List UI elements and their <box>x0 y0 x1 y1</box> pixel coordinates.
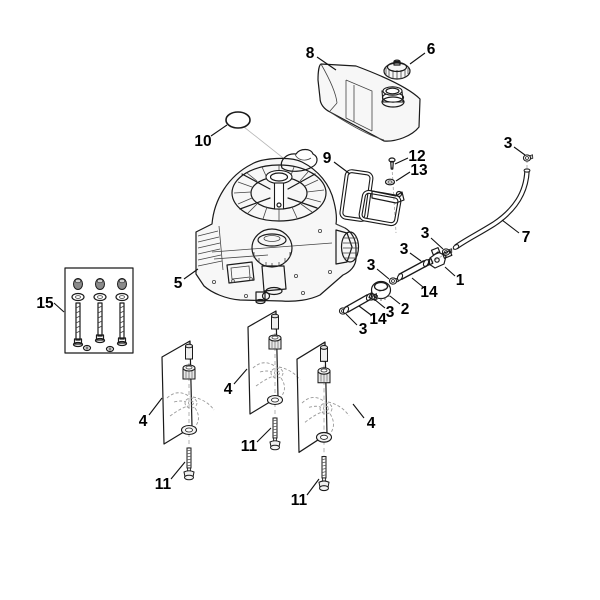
part-label-3: 3 <box>359 321 368 338</box>
small-washer <box>384 178 396 186</box>
primer-valve <box>368 280 392 302</box>
part-label-6: 6 <box>427 41 436 58</box>
part-label-3: 3 <box>367 257 376 274</box>
leader-lines <box>53 52 526 496</box>
part-label-12: 12 <box>408 148 425 165</box>
muffler-cylinder <box>335 229 360 265</box>
air-cleaner-cover <box>251 228 293 268</box>
carburetor <box>255 265 287 305</box>
starter-handle <box>280 148 318 172</box>
part-label-11: 11 <box>241 438 258 455</box>
part-label-3: 3 <box>400 241 409 258</box>
engine-bolts <box>211 228 332 298</box>
kit-screws <box>71 278 129 353</box>
intake-block <box>226 261 255 284</box>
part-label-10: 10 <box>194 133 211 150</box>
part-label-11: 11 <box>155 476 172 493</box>
part-label-8: 8 <box>306 45 315 62</box>
blade-mount-kit <box>247 310 301 451</box>
small-screw <box>388 157 396 170</box>
part-label-3: 3 <box>386 304 395 321</box>
part-labels: 8 6 10 9 12 13 3 7 3 1 3 14 3 2 3 14 3 5… <box>36 41 530 509</box>
blade-mount-kit <box>296 341 350 492</box>
recoil-fan-shroud <box>231 164 327 222</box>
blade-mount-kit <box>161 340 215 481</box>
part-label-3: 3 <box>421 225 430 242</box>
part-label-4: 4 <box>224 381 233 398</box>
hose-piece <box>396 259 430 281</box>
fuel-cap <box>383 59 411 80</box>
part-label-7: 7 <box>522 229 531 246</box>
part-label-15: 15 <box>36 295 54 312</box>
part-label-13: 13 <box>410 162 428 179</box>
filler-neck <box>381 86 405 108</box>
fuel-hose <box>452 168 531 250</box>
engine <box>195 148 360 305</box>
cylinder-fins <box>197 225 224 271</box>
fuel-tank <box>317 63 421 142</box>
part-label-4: 4 <box>139 413 148 430</box>
screw-kit-box <box>64 267 134 354</box>
part-label-4: 4 <box>367 415 376 432</box>
part-label-14: 14 <box>369 311 387 328</box>
part-label-9: 9 <box>323 150 332 167</box>
o-ring <box>225 111 251 129</box>
part-label-11: 11 <box>291 492 308 509</box>
part-label-1: 1 <box>456 272 465 289</box>
part-label-5: 5 <box>174 275 183 292</box>
fan-spokes <box>239 173 318 210</box>
part-label-3: 3 <box>504 135 513 152</box>
wire-bracket <box>339 169 405 227</box>
hose-clip <box>522 154 534 162</box>
connector-valve <box>423 247 453 269</box>
part-label-2: 2 <box>401 301 410 318</box>
part-label-14: 14 <box>420 284 438 301</box>
hose-piece <box>342 293 373 314</box>
